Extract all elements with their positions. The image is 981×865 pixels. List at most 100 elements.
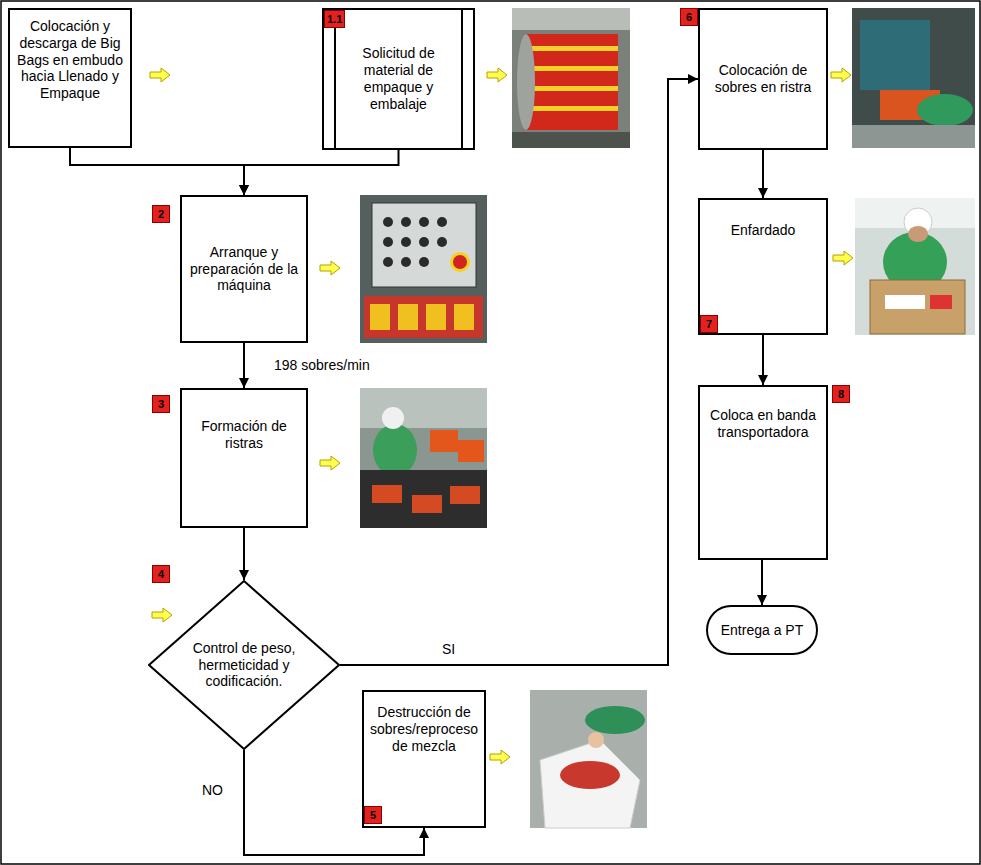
photo-ground xyxy=(852,8,975,148)
connector xyxy=(761,560,763,605)
wall xyxy=(360,388,487,428)
button xyxy=(437,217,447,227)
film-stripe xyxy=(526,86,618,91)
node-text: Formación de ristras xyxy=(188,418,300,452)
node-text: Entrega a PT xyxy=(716,622,808,639)
connector xyxy=(243,343,245,388)
film-roll xyxy=(526,34,618,130)
node-text: Destrucción de sobres/reproceso de mezcl… xyxy=(368,704,480,754)
node-text: Coloca en banda transportadora xyxy=(706,407,820,441)
yellow-arrow xyxy=(320,261,340,275)
yellow-arrow xyxy=(831,68,851,82)
photo-destruction xyxy=(530,690,647,828)
node-text: Arranque y preparación de la máquina xyxy=(188,244,300,294)
conveyor xyxy=(360,470,487,528)
callout-number: 6 xyxy=(680,8,698,26)
terminal: Entrega a PT xyxy=(706,605,818,655)
connector xyxy=(340,79,698,665)
yellow-arrow xyxy=(150,68,170,82)
connector xyxy=(762,150,764,198)
worker-arm xyxy=(585,706,645,734)
callout-number: 2 xyxy=(152,205,170,223)
film-stripe xyxy=(526,66,618,71)
button xyxy=(419,217,429,227)
connector xyxy=(244,150,399,195)
button xyxy=(383,237,393,247)
photo-ground xyxy=(360,195,487,343)
photo-ground xyxy=(530,690,647,828)
yellow-arrow xyxy=(490,750,510,764)
sachet xyxy=(454,304,474,330)
edge-label: SI xyxy=(440,641,457,658)
photo-ground xyxy=(855,198,975,335)
worker-arm xyxy=(917,94,973,126)
photo-conveyor xyxy=(360,388,487,528)
sachet xyxy=(398,304,418,330)
sachet-strip xyxy=(364,296,483,338)
edge-label: 198 sobres/min xyxy=(272,357,372,374)
callout-number: 5 xyxy=(364,806,382,824)
callout-number: 4 xyxy=(152,565,170,583)
hand xyxy=(588,732,604,748)
worker-face xyxy=(908,226,928,242)
photo-boxing xyxy=(855,198,975,335)
roll-end xyxy=(517,34,535,130)
sachet xyxy=(450,486,480,504)
sachet xyxy=(426,304,446,330)
sachet xyxy=(412,495,442,513)
node-text: Control de peso, hermeticidad y codifica… xyxy=(183,640,305,690)
button xyxy=(401,217,411,227)
callout-number: 1.1 xyxy=(324,10,345,28)
inner-rule xyxy=(334,10,336,148)
button xyxy=(419,257,429,267)
node-text: Enfardado xyxy=(706,222,820,239)
machine-part xyxy=(512,8,630,30)
button xyxy=(401,237,411,247)
carton xyxy=(870,280,965,334)
connector xyxy=(70,148,244,195)
bin xyxy=(430,430,458,452)
sachet xyxy=(372,485,402,503)
diamond-shape xyxy=(149,581,339,749)
yellow-arrow xyxy=(152,608,172,622)
stop-ring xyxy=(450,252,470,272)
yellow-arrow xyxy=(320,456,340,470)
button xyxy=(383,257,393,267)
connector xyxy=(243,528,245,580)
node-text: Colocación y descarga de Big Bags en emb… xyxy=(16,18,124,102)
process-box: Coloca en banda transportadora xyxy=(698,385,828,560)
panel xyxy=(372,203,476,287)
predefined-process-box: Solicitud de material de empaque y embal… xyxy=(322,8,475,150)
node-text: Solicitud de material de empaque y embal… xyxy=(340,45,457,112)
node-text: Colocación de sobres en ristra xyxy=(706,62,820,96)
process-box: Formación de ristras xyxy=(180,388,308,528)
process-box: Colocación y descarga de Big Bags en emb… xyxy=(8,8,132,148)
connectors xyxy=(70,79,763,855)
callout-number: 3 xyxy=(152,395,170,413)
table xyxy=(852,125,975,148)
film-stripe xyxy=(526,106,618,111)
callout-number: 8 xyxy=(832,385,850,403)
yellow-arrow xyxy=(833,251,853,265)
button xyxy=(419,237,429,247)
sachet xyxy=(370,304,390,330)
worker-cap xyxy=(382,407,404,429)
photo-packaging-roll xyxy=(512,8,630,148)
button xyxy=(437,237,447,247)
button xyxy=(383,217,393,227)
process-box: Colocación de sobres en ristra xyxy=(698,8,828,150)
carton-label xyxy=(885,295,925,309)
buttons xyxy=(383,217,447,267)
worker-body xyxy=(373,424,417,476)
yellow-arrows xyxy=(150,68,853,764)
photo-ground xyxy=(360,388,487,528)
sachet-pile xyxy=(560,761,620,789)
sack xyxy=(540,740,640,828)
process-box: Arranque y preparación de la máquina xyxy=(180,195,308,343)
inner-rule xyxy=(461,10,463,148)
photo-strip-machine xyxy=(852,8,975,148)
photo-ground xyxy=(512,8,630,148)
stop-button xyxy=(453,255,467,269)
